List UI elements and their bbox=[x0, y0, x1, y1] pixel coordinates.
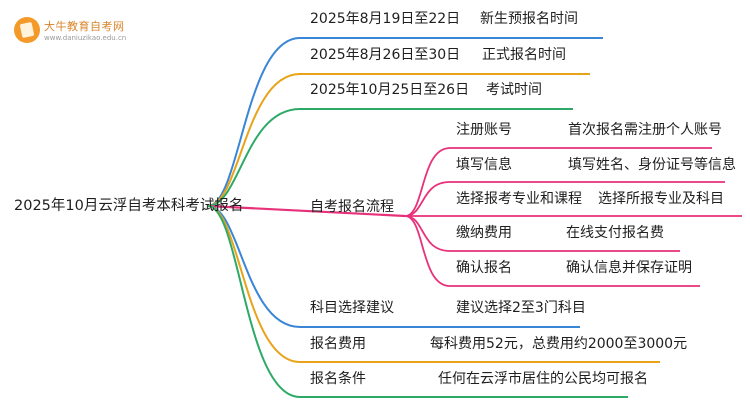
connector-step-5 bbox=[404, 215, 700, 287]
root-topic: 2025年10月云浮自考本科考试报名 bbox=[14, 198, 244, 214]
connector-b3 bbox=[207, 108, 573, 207]
step-value: 在线支付报名费 bbox=[566, 225, 664, 241]
logo-name: 大牛教育自考网 bbox=[44, 20, 125, 33]
site-logo[interactable]: 大牛教育自考网 www.daniuzikao.edu.cn bbox=[14, 15, 174, 47]
branch-value: 考试时间 bbox=[486, 82, 542, 98]
logo-url: www.daniuzikao.edu.cn bbox=[44, 34, 127, 42]
branch-label: 2025年8月19日至22日 bbox=[310, 11, 461, 27]
connector-b7 bbox=[207, 205, 628, 398]
branch-label: 2025年10月25日至26日 bbox=[310, 82, 470, 98]
branch-label: 2025年8月26日至30日 bbox=[310, 47, 461, 63]
step-label: 填写信息 bbox=[456, 157, 512, 173]
step-label: 确认报名 bbox=[456, 260, 512, 276]
connector-step-2 bbox=[404, 181, 725, 217]
branch-value: 每科费用52元，总费用约2000至3000元 bbox=[430, 336, 688, 352]
branch-value: 正式报名时间 bbox=[482, 47, 566, 63]
branch-label: 报名费用 bbox=[310, 336, 366, 352]
connector-b2 bbox=[207, 73, 590, 207]
connector-flow bbox=[207, 204, 406, 218]
connector-b5 bbox=[207, 205, 580, 328]
branch-value: 新生预报名时间 bbox=[480, 11, 578, 27]
connector-b1 bbox=[207, 37, 603, 207]
flow-label: 自考报名流程 bbox=[310, 199, 394, 215]
step-label: 注册账号 bbox=[456, 122, 512, 138]
branch-value: 任何在云浮市居住的公民均可报名 bbox=[438, 371, 648, 387]
step-label: 缴纳费用 bbox=[456, 225, 512, 241]
step-value: 填写姓名、身份证号等信息 bbox=[568, 157, 736, 173]
step-value: 首次报名需注册个人账号 bbox=[568, 122, 722, 138]
step-value: 选择所报专业及科目 bbox=[598, 191, 724, 207]
step-label: 选择报考专业和课程 bbox=[456, 191, 582, 207]
logo-book-icon bbox=[14, 17, 40, 43]
branch-value: 建议选择2至3门科目 bbox=[456, 300, 586, 316]
branch-label: 报名条件 bbox=[310, 371, 366, 387]
step-value: 确认信息并保存证明 bbox=[566, 260, 692, 276]
connector-step-1 bbox=[404, 147, 712, 217]
branch-label: 科目选择建议 bbox=[310, 300, 394, 316]
